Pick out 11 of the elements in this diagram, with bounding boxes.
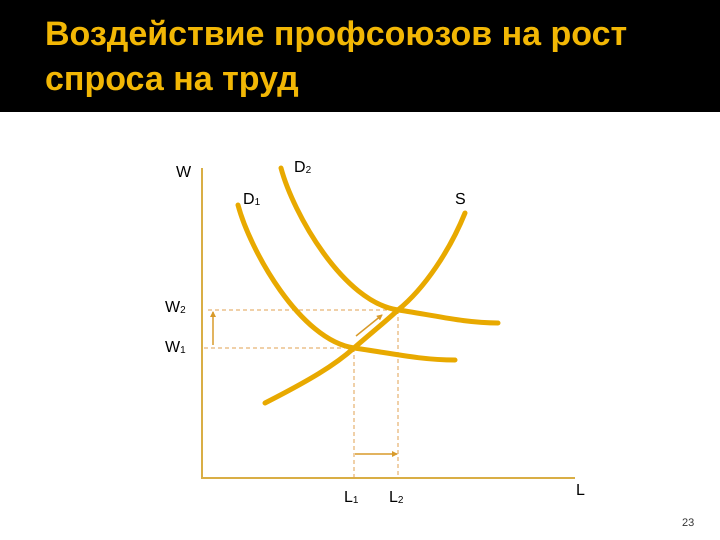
slide-title: Воздействие профсоюзов на рост спроса на труд [45, 14, 628, 100]
page-number: 23 [682, 517, 694, 530]
tick-label: L$_{1}$ [344, 489, 358, 508]
tick-label: L$_{2}$ [389, 489, 404, 508]
tick-label: W$_{1}$ [165, 339, 186, 358]
axis-label: L [576, 482, 585, 500]
axis-label: W [176, 164, 192, 182]
curve-label: S [455, 191, 466, 209]
curve-label: D$_{2}$ [294, 159, 312, 178]
tick-label: W$_{2}$ [165, 299, 186, 318]
curve-label: D$_{1}$ [243, 191, 260, 210]
